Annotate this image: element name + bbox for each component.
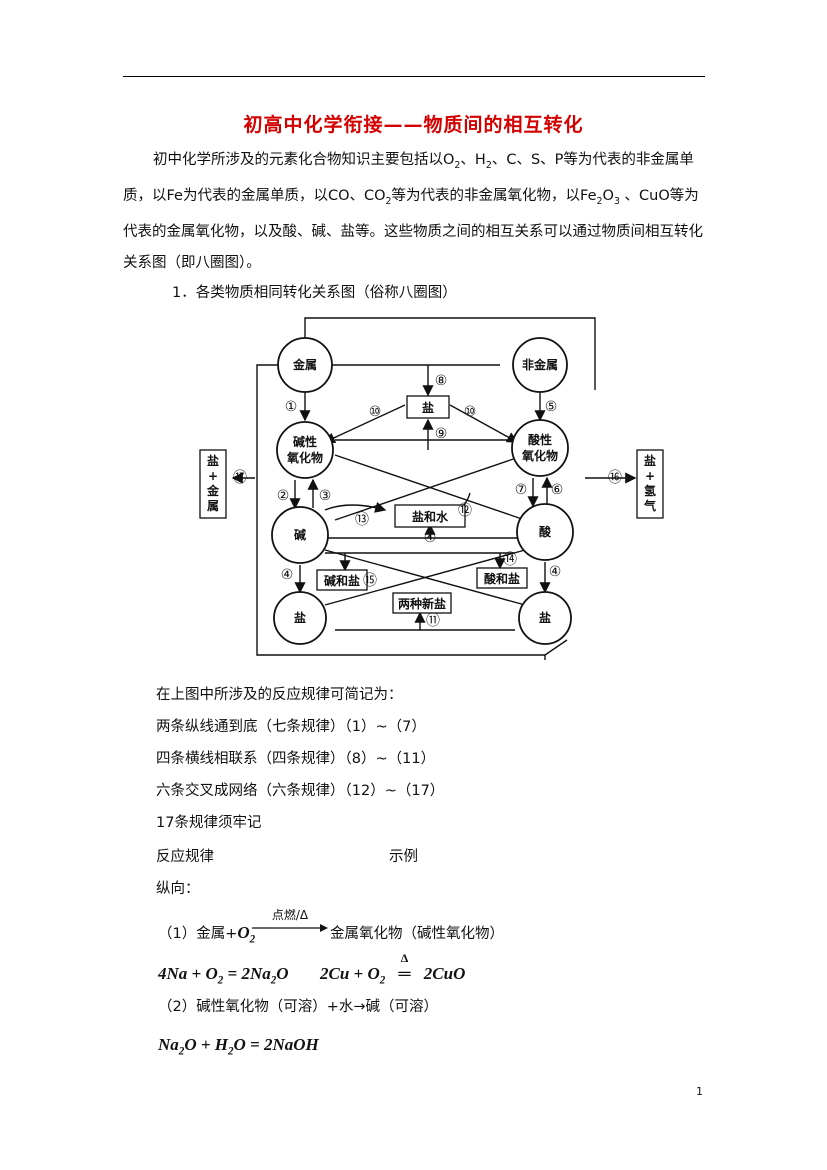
salt-metal-box <box>199 449 227 519</box>
equation-na: 4Na + O2 = 2Na2O <box>158 964 289 987</box>
salt-left-circle <box>273 591 327 645</box>
num-6: ⑥ <box>551 482 564 498</box>
rule-vertical: 两条纵线通到底（七条规律）（1）~（7） <box>156 719 426 735</box>
basic-oxide-label-1: 碱性 <box>293 434 317 449</box>
salt-metal-text-2: + <box>208 469 218 483</box>
num-9: ⑨ <box>435 426 448 442</box>
rule-1-result: 金属氧化物（碱性氧化物） <box>330 926 504 942</box>
heat-symbol: Δ <box>400 951 409 965</box>
num-12: ⑫ <box>458 503 472 519</box>
two-new-salts-box <box>392 592 452 614</box>
nonmetal-label: 非金属 <box>522 357 558 372</box>
page-title: 初高中化学衔接——物质间的相互转化 <box>243 114 584 136</box>
salt-hydrogen-text-2: + <box>645 469 655 483</box>
acid-oxide-circle <box>511 419 569 477</box>
num-10-left: ⑩ <box>369 404 382 420</box>
salt-hydrogen-text-3: 氢 <box>644 483 656 498</box>
acid-oxide-label-2: 氧化物 <box>521 448 558 463</box>
col-rule-header: 反应规律 <box>156 849 214 865</box>
salt-metal-text-3: 金 <box>206 483 220 498</box>
salt-right-label: 盐 <box>539 610 551 625</box>
condition-label: 点燃/Δ <box>272 908 309 922</box>
salt-water-box <box>394 504 466 528</box>
acid-salt-box <box>476 567 528 589</box>
nonmetal-circle <box>512 337 568 393</box>
salt-top-box <box>406 395 450 419</box>
salt-top-label: 盐 <box>422 400 434 415</box>
salt-hydrogen-text-4: 气 <box>643 498 656 513</box>
base-circle <box>271 506 329 564</box>
salt-hydrogen-text-1: 盐 <box>644 453 656 468</box>
salt-metal-text-4: 属 <box>207 499 219 513</box>
metal-label: 金属 <box>292 357 317 372</box>
num-17: ⑰ <box>233 470 247 486</box>
num-11: ⑪ <box>426 613 440 629</box>
condition-arrow: 点燃/Δ <box>252 908 328 932</box>
num-16: ⑯ <box>608 470 622 486</box>
num-4-left: ④ <box>281 567 294 583</box>
right-outer-line <box>544 639 568 660</box>
intro-paragraph: 初中化学所涉及的元素化合物知识主要包括以O2、H2、C、S、P等为代表的非金属单… <box>123 152 703 271</box>
base-salt-label: 碱和盐 <box>324 573 360 588</box>
acid-salt-label: 酸和盐 <box>484 571 520 586</box>
salt-hydrogen-box <box>636 449 664 519</box>
basic-oxide-circle <box>276 421 334 479</box>
rule-horizontal: 四条横线相联系（四条规律）（8）~（11） <box>156 751 436 767</box>
num-10-right: ⑩ <box>464 404 477 420</box>
header-rule <box>123 76 705 77</box>
left-outer-line <box>256 364 545 656</box>
vertical-heading: 纵向： <box>156 881 200 897</box>
col-example-header: 示例 <box>389 849 418 865</box>
salt-metal-text-1: 盐 <box>207 453 219 468</box>
num-7: ⑦ <box>515 482 528 498</box>
rule-cross: 六条交叉成网络（六条规律）（12）~（17） <box>156 783 445 799</box>
equation-cu: 2Cu + O2 Δ ═ 2CuO <box>320 951 466 987</box>
rules-intro: 在上图中所涉及的反应规律可简记为： <box>156 687 403 703</box>
two-new-salts-label: 两种新盐 <box>398 596 446 611</box>
equation-naoh: Na2O + H2O = 2NaOH <box>158 1035 319 1058</box>
rule-remember: 17条规律须牢记 <box>156 815 262 831</box>
rule-2: （2）碱性氧化物（可溶）+水→碱（可溶） <box>158 999 439 1015</box>
page-number: 1 <box>696 1085 703 1098</box>
num-13: ⑬ <box>355 512 369 528</box>
num-3: ③ <box>319 488 332 504</box>
num-14: ⑭ <box>503 552 517 568</box>
salt-left-label: 盐 <box>294 610 306 625</box>
base-label: 碱 <box>294 527 306 542</box>
salt-right-circle <box>518 591 572 645</box>
num-1: ① <box>285 399 298 415</box>
num-4-right: ④ <box>549 564 562 580</box>
num-2: ② <box>277 488 290 504</box>
num-15: ⑮ <box>363 573 377 589</box>
num-5: ⑤ <box>545 399 558 415</box>
acid-label: 酸 <box>539 524 552 539</box>
eight-circle-diagram: 金属 非金属 盐 碱性 氧化物 酸性 氧化物 碱 酸 盐 盐 盐和水 碱和盐 酸… <box>199 317 664 660</box>
num-8: ⑧ <box>435 373 448 389</box>
rule-1: （1）金属+O2 <box>158 923 256 946</box>
acid-circle <box>516 503 574 561</box>
section-heading: 1．各类物质相同转化关系图（俗称八圈图） <box>172 285 457 301</box>
salt-water-label: 盐和水 <box>412 509 449 524</box>
num-4-mid: ④ <box>424 530 437 546</box>
metal-circle <box>277 337 333 393</box>
base-salt-box <box>316 569 368 591</box>
top-outer-line <box>304 317 596 390</box>
acid-oxide-label-1: 酸性 <box>528 432 552 447</box>
basic-oxide-label-2: 氧化物 <box>286 450 323 465</box>
